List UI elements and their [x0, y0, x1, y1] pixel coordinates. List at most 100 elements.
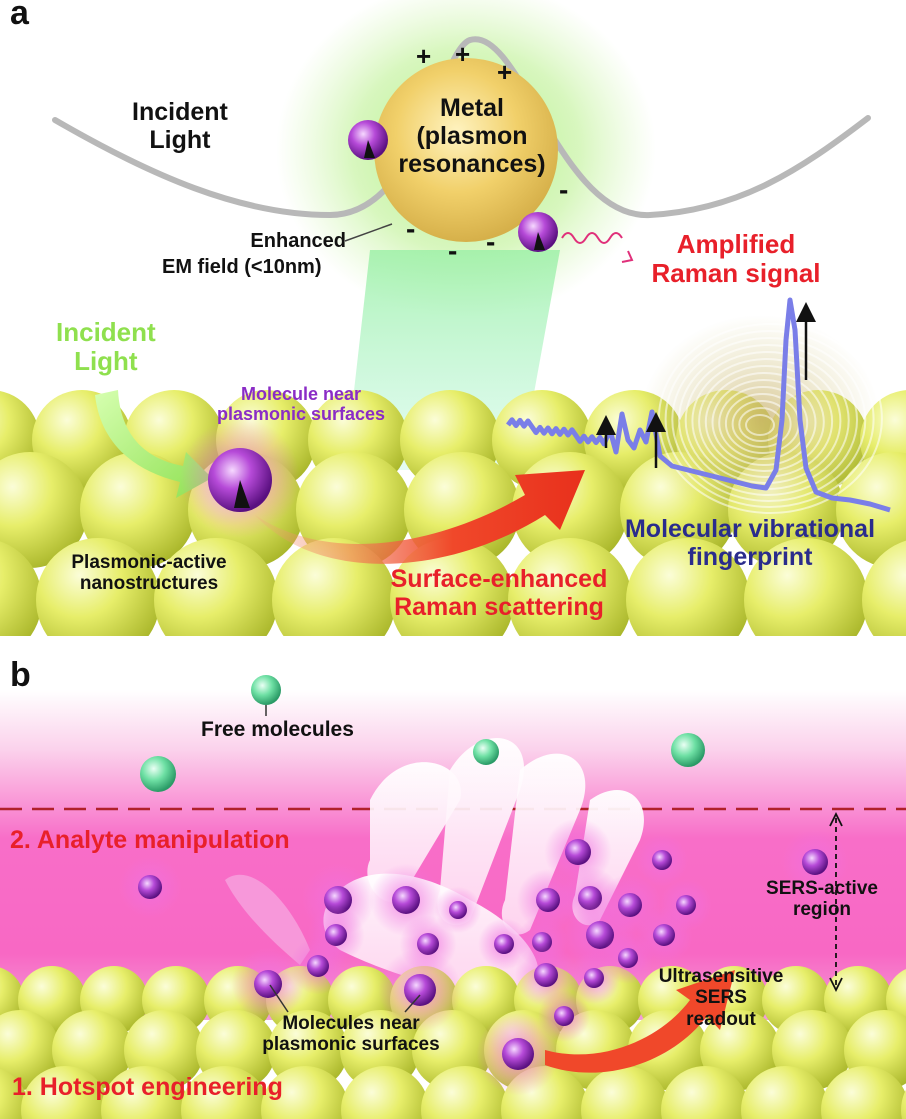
label-line: readout	[686, 1008, 756, 1030]
hotspot-sphere	[901, 1089, 906, 1119]
minus-sign: -	[406, 213, 416, 244]
surface-molecule	[254, 970, 282, 998]
label-line: SERS	[695, 987, 747, 1009]
indicator-bottom-arrowhead	[829, 977, 843, 993]
surface-molecule	[392, 886, 420, 914]
label-line: Raman signal	[651, 258, 821, 289]
label-line: Ultrasensitive	[658, 966, 784, 987]
label-line: plasmonic surfaces	[216, 404, 386, 425]
label-line: Plasmonic-active	[71, 552, 227, 573]
scattered-light-arrowhead	[621, 250, 634, 263]
molecules-in-region	[118, 818, 849, 1096]
molecules-pointer	[269, 984, 289, 1013]
nanostructure-sphere	[744, 538, 868, 636]
label-line: Incident	[132, 98, 228, 126]
enhanced-field-label-1: Enhanced	[250, 230, 346, 252]
raman-spectrum	[506, 297, 891, 513]
surface-molecule	[307, 955, 329, 977]
label-line: Molecules near	[282, 1013, 420, 1034]
surface-molecule	[502, 1038, 534, 1070]
nanostructure-sphere	[508, 538, 632, 636]
label-line: resonances)	[398, 150, 546, 178]
molecule-mark	[534, 232, 545, 250]
nanostructure-sphere	[0, 452, 88, 568]
surface-molecule	[565, 839, 591, 865]
nanostructure-sphere	[862, 540, 906, 636]
fingerprint-ridge	[678, 344, 858, 496]
free-molecule	[140, 756, 176, 792]
label-line: Light	[74, 346, 138, 377]
label-line: SERS-active	[766, 878, 878, 899]
label-line: region	[792, 899, 852, 921]
label-line: plasmonic surfaces	[262, 1034, 440, 1056]
hotspot-sphere	[661, 1066, 749, 1119]
hotspot-sphere	[0, 1010, 60, 1090]
surface-molecule	[138, 875, 162, 899]
fingerprint-ridge	[698, 365, 834, 478]
free-molecule	[473, 739, 499, 765]
label-line: Light	[149, 126, 211, 154]
free-molecules-label: Free molecules	[201, 718, 354, 741]
plus-sign: +	[455, 39, 471, 69]
fingerprint-ridge	[711, 379, 817, 466]
molecule-mark	[364, 140, 375, 158]
surface-molecule	[536, 888, 560, 912]
molecules-pointer	[404, 994, 421, 1013]
fingerprint-ridge	[671, 337, 867, 502]
panel-b-art	[0, 675, 906, 1119]
fingerprint-ridge	[731, 400, 792, 448]
sers-active-region-label: SERS-active region	[754, 878, 890, 921]
fingerprint-ridge	[718, 386, 809, 460]
surface-molecule	[652, 850, 672, 870]
surface-molecule	[586, 921, 614, 949]
surface-molecule	[404, 974, 436, 1006]
label-line: Molecule near	[240, 384, 362, 404]
incident-light-wave	[52, 36, 871, 219]
fingerprint-label: Molecular vibrational fingerprint	[604, 515, 896, 571]
free-molecule	[251, 675, 281, 705]
label-line: (plasmon	[416, 122, 528, 150]
nanostructure-sphere	[0, 541, 42, 636]
fingerprint-ridge	[704, 372, 825, 472]
panel-a-letter: a	[10, 0, 29, 32]
incident-light-left-label: Incident Light	[56, 317, 156, 377]
minus-sign: -	[559, 174, 569, 205]
metal-label: Metal (plasmon resonances)	[394, 94, 550, 178]
plus-sign: +	[416, 41, 432, 71]
metal-nanoparticle	[374, 58, 558, 242]
nanostructure-sphere	[154, 538, 278, 636]
molecule-mark	[234, 480, 250, 508]
nanostructure-sphere	[626, 538, 750, 636]
nanostructure-sphere	[390, 538, 514, 636]
fingerprint-ridge	[745, 414, 775, 436]
indicator-top-arrowhead	[829, 811, 843, 827]
scattered-light-wave	[561, 232, 623, 244]
label-line: Amplified	[676, 229, 796, 259]
surface-molecule	[618, 948, 638, 968]
hotspot-sphere	[821, 1066, 906, 1119]
hotspot-sphere	[581, 1066, 669, 1119]
nanostructure-bed	[0, 390, 906, 636]
label-line: Surface-enhanced	[390, 565, 608, 593]
plasmonic-active-label: Plasmonic-active nanostructures	[18, 552, 280, 595]
ultrasensitive-readout-label: Ultrasensitive SERS readout	[636, 966, 806, 1030]
surface-molecule	[494, 934, 514, 954]
surface-molecule	[676, 895, 696, 915]
hotspot-sphere	[181, 1066, 269, 1119]
fingerprint	[640, 315, 883, 525]
readout-arrow	[545, 970, 735, 1073]
label-line: Molecular vibrational	[624, 515, 876, 543]
field-pointer-line	[344, 223, 393, 242]
surface-molecule	[534, 963, 558, 987]
label-line: Metal	[440, 94, 504, 122]
label-line: fingerprint	[687, 543, 813, 571]
surface-molecule	[584, 968, 604, 988]
hotspot-sphere	[261, 1066, 349, 1119]
enhanced-field-label-2: EM field (<10nm)	[162, 256, 322, 278]
sers-label: Surface-enhanced Raman scattering	[366, 565, 632, 621]
panel-a-art	[0, 0, 906, 636]
surface-molecule	[802, 849, 828, 875]
hotspot-sphere	[741, 1066, 829, 1119]
